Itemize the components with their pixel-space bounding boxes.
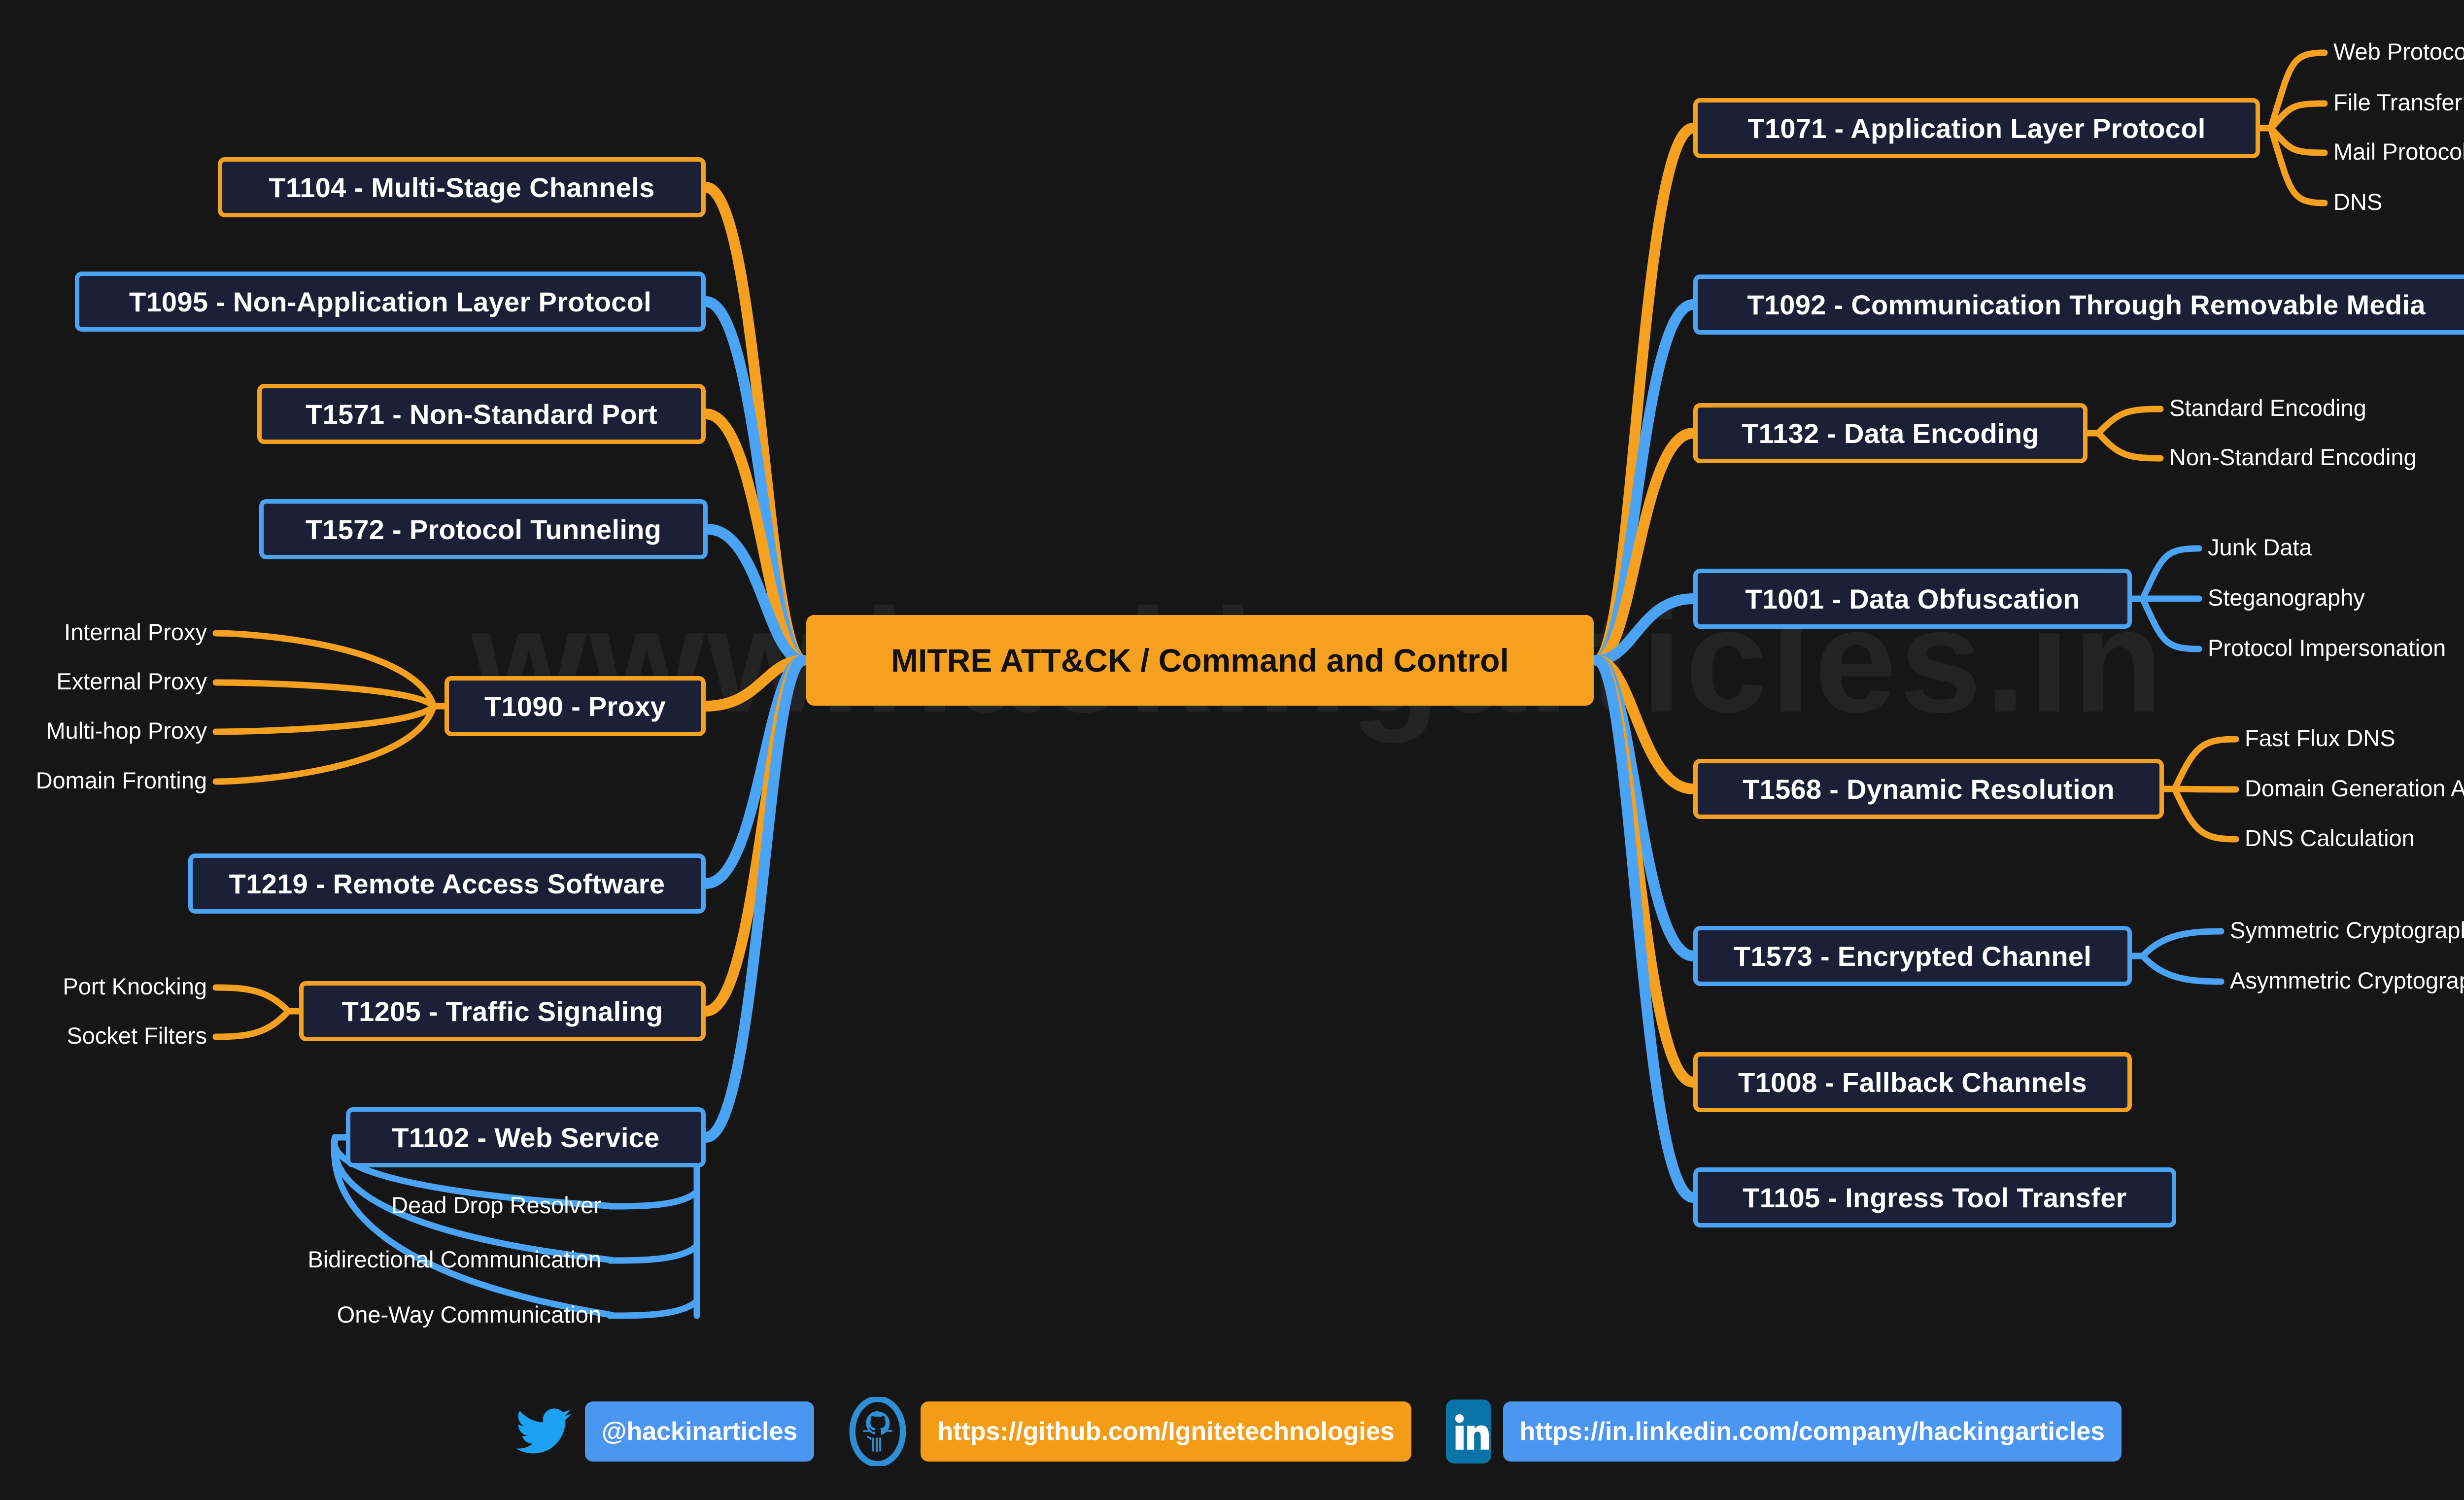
connector-path bbox=[607, 1188, 700, 1210]
linkedin-group[interactable]: https://in.linkedin.com/company/hackinga… bbox=[1445, 1399, 2122, 1464]
technique-node[interactable]: T1568 - Dynamic Resolution bbox=[1693, 759, 2164, 819]
connector-path bbox=[2095, 406, 2164, 437]
sub-technique-label[interactable]: Domain Generation Algorithms bbox=[2245, 775, 2464, 801]
twitter-bird-icon bbox=[515, 1408, 571, 1455]
technique-node-label: T1104 - Multi-Stage Channels bbox=[269, 171, 655, 203]
connector-path bbox=[1591, 428, 1699, 666]
github-octocat-icon bbox=[849, 1397, 907, 1466]
sub-technique-label[interactable]: Bidirectional Communication bbox=[308, 1246, 601, 1272]
technique-node-label: T1071 - Application Layer Protocol bbox=[1747, 112, 2206, 144]
sub-technique-label[interactable]: Multi-hop Proxy bbox=[46, 717, 207, 744]
technique-node-label: T1095 - Non-Application Layer Protocol bbox=[129, 286, 651, 317]
sub-technique-label[interactable]: File Transfer Protocols bbox=[2333, 89, 2464, 115]
sub-technique-label[interactable]: External Proxy bbox=[56, 668, 207, 694]
connector-path bbox=[212, 630, 437, 710]
sub-technique-label[interactable]: DNS bbox=[2333, 189, 2383, 215]
center-node[interactable]: MITRE ATT&CK / Command and Control bbox=[806, 615, 1594, 706]
connector-path bbox=[2139, 545, 2202, 602]
twitter-handle-badge[interactable]: @hackinarticles bbox=[584, 1401, 815, 1462]
connector-path bbox=[2139, 953, 2224, 985]
connector-path bbox=[1591, 655, 1699, 1203]
sub-technique-label[interactable]: Asymmetric Cryptography bbox=[2230, 967, 2464, 993]
connector-path bbox=[607, 1242, 700, 1264]
sub-technique-label[interactable]: Dead Drop Resolver bbox=[391, 1192, 601, 1218]
connector-path bbox=[2267, 125, 2328, 206]
connector-path bbox=[2139, 595, 2202, 652]
connector-path bbox=[212, 1008, 292, 1040]
sub-technique-label[interactable]: Web Protocols bbox=[2333, 38, 2464, 65]
connector-path bbox=[1591, 593, 1699, 666]
sub-technique-label[interactable]: Domain Fronting bbox=[35, 767, 207, 793]
sub-technique-label[interactable]: DNS Calculation bbox=[2245, 825, 2415, 851]
connector-path bbox=[212, 984, 292, 1015]
connector-path bbox=[2267, 125, 2328, 156]
sub-technique-label[interactable]: Non-Standard Encoding bbox=[2169, 444, 2417, 470]
connector-path bbox=[700, 655, 809, 1143]
connector-path bbox=[2171, 785, 2239, 843]
connector-path bbox=[702, 524, 809, 666]
sub-technique-label[interactable]: Symmetric Cryptography bbox=[2230, 917, 2464, 943]
connector-path bbox=[2139, 928, 2224, 959]
technique-node-label: T1008 - Fallback Channels bbox=[1738, 1066, 2087, 1098]
technique-node-label: T1001 - Data Obfuscation bbox=[1745, 583, 2080, 614]
sub-technique-label[interactable]: Protocol Impersonation bbox=[2208, 635, 2446, 661]
footer-bar: @hackinarticles https://github.com/Ignit… bbox=[0, 1380, 2464, 1483]
technique-node-label: T1572 - Protocol Tunneling bbox=[305, 513, 662, 545]
technique-node[interactable]: T1132 - Data Encoding bbox=[1693, 403, 2088, 463]
connector-path bbox=[212, 703, 437, 735]
sub-technique-label[interactable]: One-Way Communication bbox=[337, 1301, 601, 1328]
technique-node[interactable]: T1573 - Encrypted Channel bbox=[1693, 926, 2132, 986]
github-group[interactable]: https://github.com/Ignitetechnologies bbox=[849, 1397, 1411, 1466]
technique-node[interactable]: T1092 - Communication Through Removable … bbox=[1693, 274, 2464, 335]
technique-node[interactable]: T1095 - Non-Application Layer Protocol bbox=[75, 272, 706, 332]
technique-node[interactable]: T1571 - Non-Standard Port bbox=[257, 384, 706, 444]
connector-path bbox=[2267, 49, 2328, 132]
connector-path bbox=[331, 1134, 616, 1319]
connector-path bbox=[212, 703, 437, 785]
sub-technique-label[interactable]: Internal Proxy bbox=[64, 619, 207, 645]
technique-node[interactable]: T1572 - Protocol Tunneling bbox=[259, 499, 708, 559]
technique-node-label: T1105 - Ingress Tool Transfer bbox=[1743, 1182, 2127, 1213]
connector-path bbox=[2267, 100, 2328, 132]
technique-node[interactable]: T1008 - Fallback Channels bbox=[1693, 1052, 2132, 1112]
connector-path bbox=[1591, 123, 1699, 666]
linkedin-in-icon bbox=[1445, 1399, 1491, 1464]
sub-technique-label[interactable]: Standard Encoding bbox=[2169, 395, 2366, 421]
technique-node[interactable]: T1104 - Multi-Stage Channels bbox=[218, 157, 706, 217]
sub-technique-label[interactable]: Socket Filters bbox=[67, 1023, 207, 1049]
technique-node-label: T1132 - Data Encoding bbox=[1742, 417, 2039, 449]
technique-node[interactable]: T1105 - Ingress Tool Transfer bbox=[1693, 1167, 2176, 1227]
technique-node[interactable]: T1219 - Remote Access Software bbox=[188, 853, 706, 914]
technique-node-label: T1571 - Non-Standard Port bbox=[306, 398, 657, 430]
technique-node-label: T1573 - Encrypted Channel bbox=[1733, 940, 2092, 972]
sub-technique-label[interactable]: Mail Protocols bbox=[2333, 138, 2464, 165]
sub-technique-label[interactable]: Port Knocking bbox=[63, 973, 207, 999]
technique-node-label: T1568 - Dynamic Resolution bbox=[1743, 773, 2115, 805]
technique-node[interactable]: T1071 - Application Layer Protocol bbox=[1693, 98, 2260, 158]
technique-node-label: T1205 - Traffic Signaling bbox=[342, 995, 663, 1027]
connector-path bbox=[607, 1297, 700, 1319]
technique-node-label: T1219 - Remote Access Software bbox=[229, 868, 665, 899]
connector-path bbox=[2171, 736, 2239, 792]
connector-path bbox=[331, 1134, 616, 1264]
linkedin-url-badge[interactable]: https://in.linkedin.com/company/hackinga… bbox=[1503, 1401, 2122, 1462]
connector-path bbox=[2095, 430, 2164, 462]
sub-technique-label[interactable]: Steganography bbox=[2208, 584, 2365, 611]
sub-technique-label[interactable]: Junk Data bbox=[2208, 534, 2312, 560]
twitter-group[interactable]: @hackinarticles bbox=[515, 1401, 815, 1462]
technique-node-label: T1102 - Web Service bbox=[392, 1122, 660, 1153]
technique-node[interactable]: T1205 - Traffic Signaling bbox=[299, 981, 706, 1041]
technique-node[interactable]: T1090 - Proxy bbox=[445, 676, 706, 736]
sub-technique-label[interactable]: Fast Flux DNS bbox=[2245, 725, 2396, 751]
technique-node[interactable]: T1102 - Web Service bbox=[346, 1107, 706, 1167]
technique-node-label: T1090 - Proxy bbox=[484, 690, 666, 722]
connector-path bbox=[212, 679, 437, 710]
technique-node[interactable]: T1001 - Data Obfuscation bbox=[1693, 569, 2132, 629]
github-url-badge[interactable]: https://github.com/Ignitetechnologies bbox=[921, 1401, 1411, 1462]
technique-node-label: T1092 - Communication Through Removable … bbox=[1747, 289, 2426, 320]
center-node-label: MITRE ATT&CK / Command and Control bbox=[891, 642, 1509, 679]
